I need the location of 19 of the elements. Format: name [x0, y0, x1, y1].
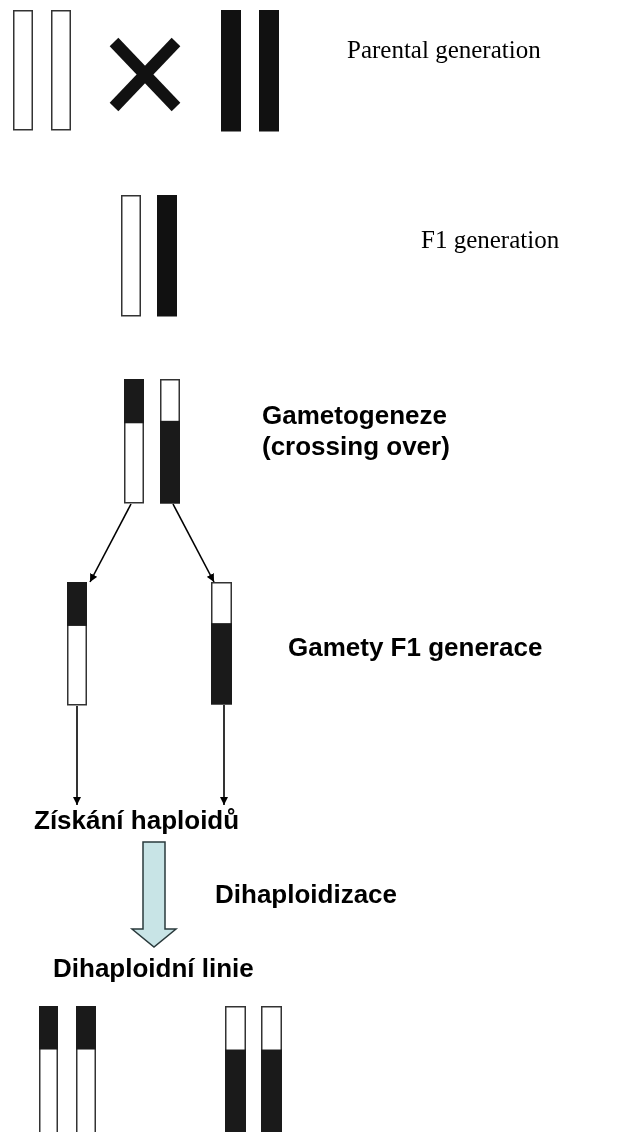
chromosome-pair-drawing: [13, 10, 71, 131]
stage-label: Gamety F1 generace: [288, 632, 543, 663]
generation-label: Parental generation: [347, 35, 541, 65]
chromosome-drawing: [67, 582, 88, 706]
heading-text: Dihaploidní linie: [53, 953, 254, 984]
arrow: [172, 503, 215, 583]
arrow: [73, 705, 81, 806]
chromosome-pair-drawing: [225, 1006, 283, 1132]
chromosome-drawing: [211, 582, 233, 705]
stage-label: Gametogeneze (crossing over): [262, 400, 451, 462]
arrow: [89, 503, 132, 583]
block-arrow: [129, 841, 179, 948]
heading-text: Získání haploidů: [34, 805, 240, 836]
chromosome-pair-drawing: [124, 379, 180, 504]
generation-label: F1 generation: [421, 225, 560, 255]
chromosome-pair-drawing: [39, 1006, 97, 1132]
chromosome-pair-drawing: [221, 10, 279, 132]
arrow: [220, 704, 228, 806]
chromosome-pair-drawing: [121, 195, 177, 317]
